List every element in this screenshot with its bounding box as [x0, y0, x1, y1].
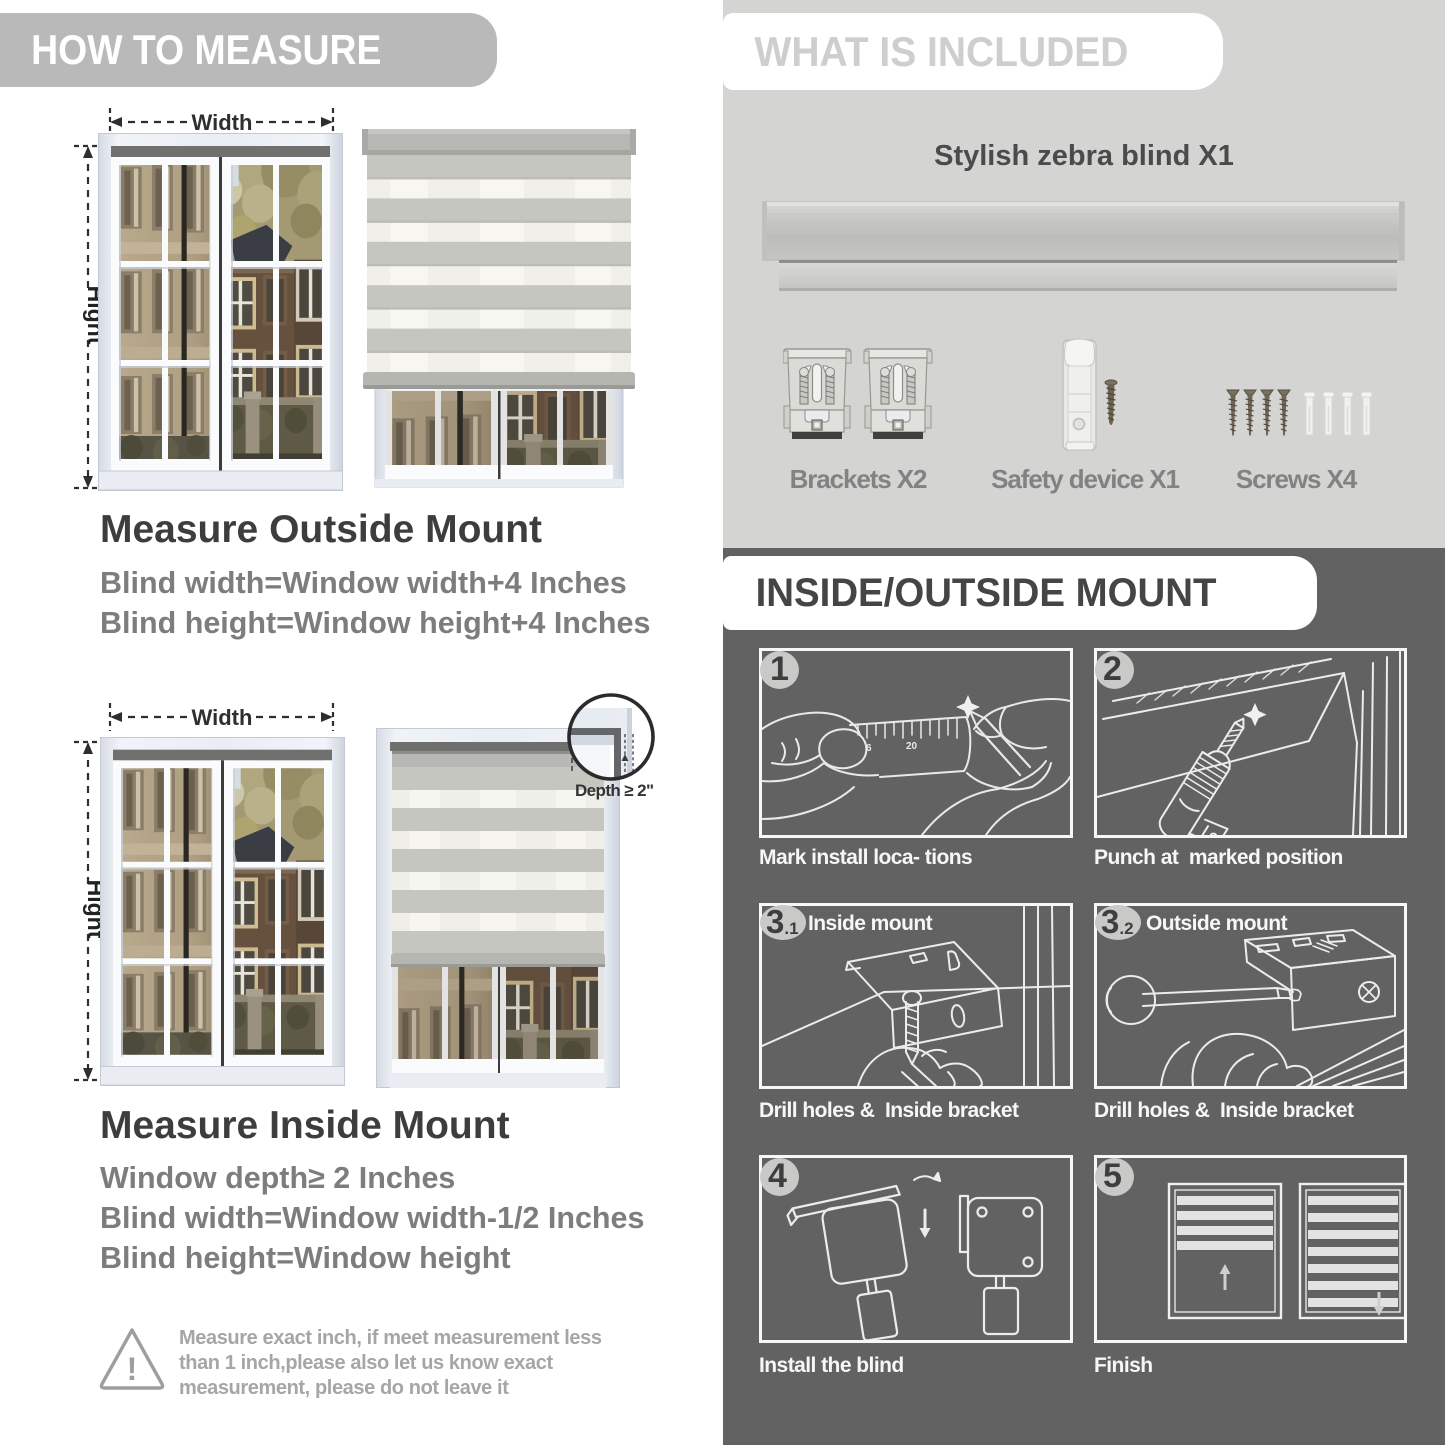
svg-text:!: ! [127, 1351, 138, 1387]
svg-text:Width: Width [192, 705, 253, 730]
svg-text:Width: Width [192, 110, 253, 135]
svg-text:20: 20 [906, 741, 918, 752]
svg-text:6: 6 [866, 743, 872, 754]
